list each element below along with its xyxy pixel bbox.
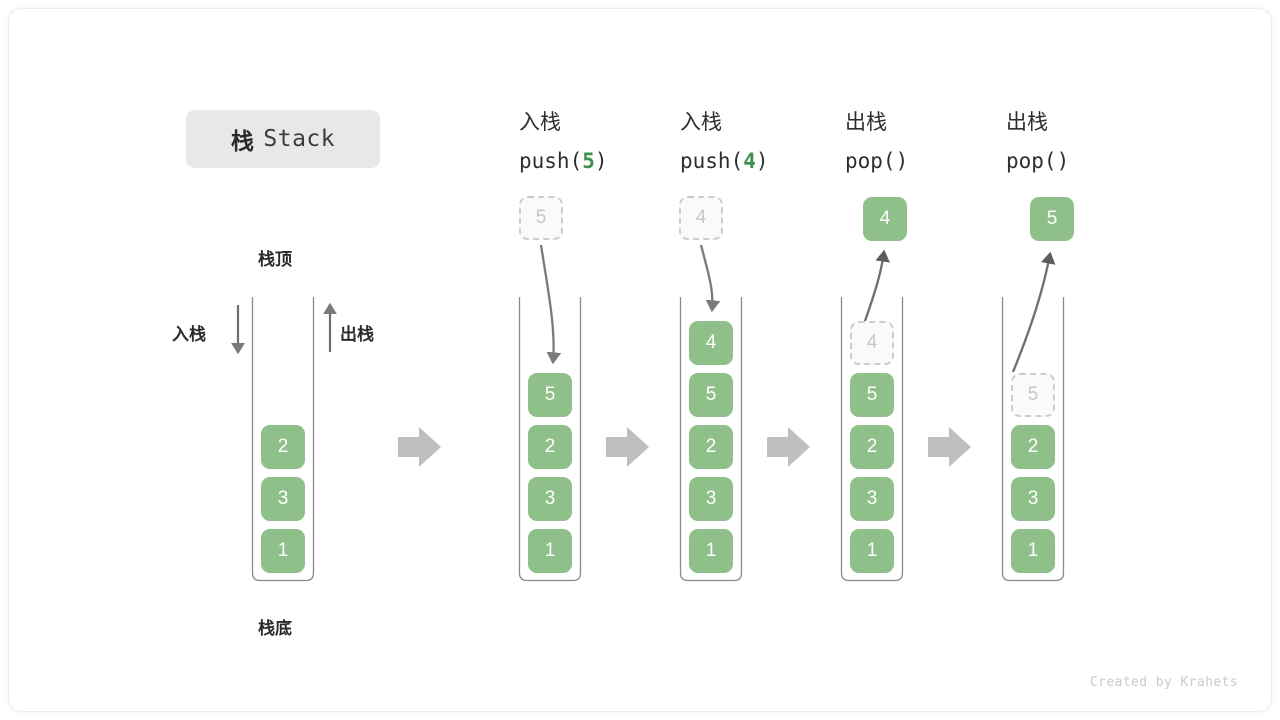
stack-cell: 3 — [850, 477, 894, 521]
column-header-code: push(4) — [680, 149, 769, 173]
stack-cell: 2 — [528, 425, 572, 469]
stack-cell: 3 — [1011, 477, 1055, 521]
credit-footer: Created by Krahets — [1089, 675, 1238, 690]
column-header-push-5: 入栈 push(5) — [519, 104, 608, 180]
stack-cell: 1 — [850, 529, 894, 573]
column-header-cn: 出栈 — [845, 111, 887, 134]
column-header-code-number: 4 — [743, 149, 756, 173]
vacated-ghost-cell: 4 — [850, 321, 894, 365]
stack-cell: 5 — [528, 373, 572, 417]
stack-top-label: 栈顶 — [258, 250, 292, 269]
pop-label: 出栈 — [340, 325, 374, 344]
column-header-pop-5: 出栈 pop() — [1006, 104, 1069, 180]
popped-cell: 5 — [1030, 197, 1074, 241]
stack-cell: 5 — [850, 373, 894, 417]
column-header-code-number: 5 — [582, 149, 595, 173]
column-header-push-4: 入栈 push(4) — [680, 104, 769, 180]
stack-cell: 2 — [850, 425, 894, 469]
stack-cell: 2 — [689, 425, 733, 469]
stack-cell: 3 — [689, 477, 733, 521]
stack-cell: 1 — [1011, 529, 1055, 573]
stack-bottom-label: 栈底 — [258, 619, 292, 638]
stack-cell: 4 — [689, 321, 733, 365]
page-title-cn: 栈 — [230, 128, 255, 154]
column-header-code: pop() — [845, 149, 909, 173]
column-header-cn: 入栈 — [680, 111, 722, 134]
column-header-cn: 入栈 — [519, 111, 561, 134]
page-title-badge: 栈 Stack — [186, 110, 380, 168]
page-title-en: Stack — [263, 126, 336, 152]
push-label: 入栈 — [172, 325, 206, 344]
stack-cell: 3 — [528, 477, 572, 521]
vacated-ghost-cell: 5 — [1011, 373, 1055, 417]
incoming-ghost-cell: 4 — [679, 196, 723, 240]
stack-cell: 1 — [261, 529, 305, 573]
column-header-code: pop() — [1006, 149, 1070, 173]
stack-cell: 5 — [689, 373, 733, 417]
incoming-ghost-cell: 5 — [519, 196, 563, 240]
stack-cell: 2 — [1011, 425, 1055, 469]
column-header-pop-4: 出栈 pop() — [845, 104, 908, 180]
popped-cell: 4 — [863, 197, 907, 241]
stack-cell: 1 — [689, 529, 733, 573]
stack-cell: 1 — [528, 529, 572, 573]
stack-cell: 3 — [261, 477, 305, 521]
column-header-code: push(5) — [519, 149, 608, 173]
stack-cell: 2 — [261, 425, 305, 469]
column-header-cn: 出栈 — [1006, 111, 1048, 134]
